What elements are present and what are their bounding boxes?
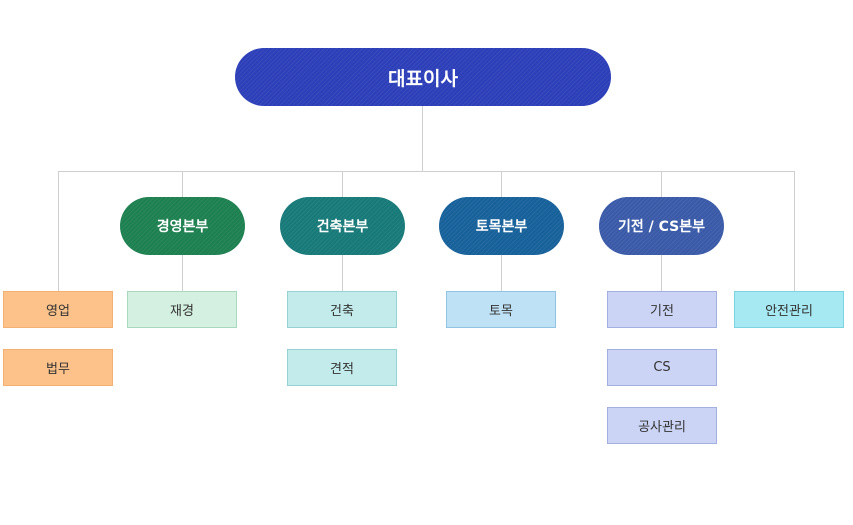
connector-ceo-down <box>422 106 423 172</box>
civil-division-node: 토목본부 <box>439 197 564 255</box>
estimation-label: 견적 <box>330 362 354 377</box>
connector-civil-division <box>501 171 502 197</box>
architecture-label: 건축 <box>330 304 354 319</box>
sales-label: 영업 <box>46 304 70 319</box>
architecture-division-label: 건축본부 <box>316 219 369 235</box>
connector-architecture <box>342 255 343 291</box>
connector-sales <box>58 171 59 291</box>
connector-finance <box>182 255 183 291</box>
safety-management-label: 안전관리 <box>765 304 813 319</box>
connector-civil <box>501 255 502 291</box>
finance-department: 재경 <box>127 291 237 328</box>
architecture-department: 건축 <box>287 291 397 328</box>
connector-horizontal-bar <box>58 171 795 172</box>
ceo-label: 대표이사 <box>388 67 458 90</box>
connector-safety <box>794 171 795 291</box>
finance-label: 재경 <box>170 304 194 319</box>
construction-management-label: 공사관리 <box>638 420 686 435</box>
mep-department: 기전 <box>607 291 717 328</box>
architecture-division-node: 건축본부 <box>280 197 405 255</box>
mep-cs-division-label: 기전 / CS본부 <box>618 219 705 235</box>
legal-department: 법무 <box>3 349 113 386</box>
civil-division-label: 토목본부 <box>475 219 528 235</box>
mep-cs-division-node: 기전 / CS본부 <box>599 197 724 255</box>
ceo-node: 대표이사 <box>235 48 611 106</box>
mep-label: 기전 <box>650 304 674 319</box>
connector-mep <box>661 255 662 291</box>
cs-department: CS <box>607 349 717 386</box>
civil-department: 토목 <box>446 291 556 328</box>
management-division-node: 경영본부 <box>120 197 245 255</box>
legal-label: 법무 <box>46 362 70 377</box>
civil-label: 토목 <box>489 304 513 319</box>
connector-management-division <box>182 171 183 197</box>
sales-department: 영업 <box>3 291 113 328</box>
safety-management-department: 안전관리 <box>734 291 844 328</box>
connector-architecture-division <box>342 171 343 197</box>
construction-management-department: 공사관리 <box>607 407 717 444</box>
estimation-department: 견적 <box>287 349 397 386</box>
management-division-label: 경영본부 <box>156 219 209 235</box>
cs-label: CS <box>653 360 671 375</box>
connector-mep-division <box>661 171 662 197</box>
